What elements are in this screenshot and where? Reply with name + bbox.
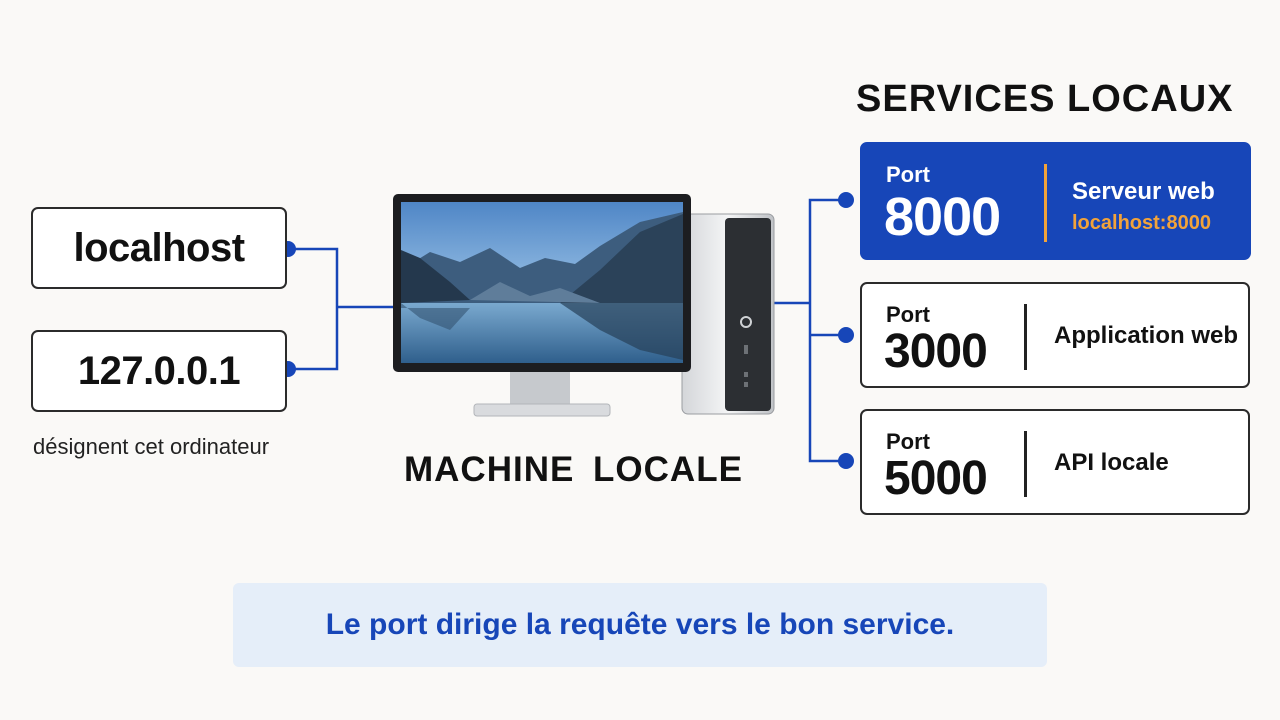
card-divider — [1044, 164, 1047, 242]
desktop-tower-icon — [681, 213, 775, 415]
port-number: 3000 — [884, 325, 988, 378]
connector-dot-5000 — [838, 453, 854, 469]
port-label: Port — [886, 162, 930, 187]
connector-localhost — [288, 247, 339, 371]
connector-trunk — [808, 198, 846, 463]
port-label: Port — [886, 302, 930, 327]
service-url: localhost:8000 — [1072, 212, 1211, 234]
info-banner: Le port dirige la requête vers le bon se… — [233, 583, 1047, 667]
card-divider — [1024, 431, 1027, 497]
left-connectors — [288, 247, 396, 371]
service-card-3000: Port 3000 Application web — [860, 282, 1250, 388]
port-number: 5000 — [884, 452, 988, 505]
card-divider — [1024, 304, 1027, 370]
service-card-8000: Port 8000 Serveur web localhost:8000 — [860, 142, 1251, 260]
localhost-box: localhost — [31, 207, 287, 289]
ip-address-label: 127.0.0.1 — [77, 348, 241, 393]
machine-label: MACHINE LOCALE — [404, 450, 743, 489]
service-name: Application web — [1054, 322, 1239, 349]
ip-address-box: 127.0.0.1 — [31, 330, 287, 412]
connector-dot-3000 — [838, 327, 854, 343]
addresses-caption: désignent cet ordinateur — [33, 434, 270, 459]
service-name: Serveur web — [1072, 178, 1215, 205]
port-number: 8000 — [884, 187, 1001, 247]
localhost-label: localhost — [73, 225, 245, 270]
port-label: Port — [886, 429, 930, 454]
banner-text: Le port dirige la requête vers le bon se… — [325, 608, 955, 641]
service-name: API locale — [1054, 449, 1169, 476]
computer-monitor-icon — [393, 194, 691, 417]
right-connectors — [772, 198, 846, 463]
services-title: SERVICES LOCAUX — [856, 78, 1234, 120]
service-card-5000: Port 5000 API locale — [860, 409, 1250, 515]
connector-dot-8000 — [838, 192, 854, 208]
